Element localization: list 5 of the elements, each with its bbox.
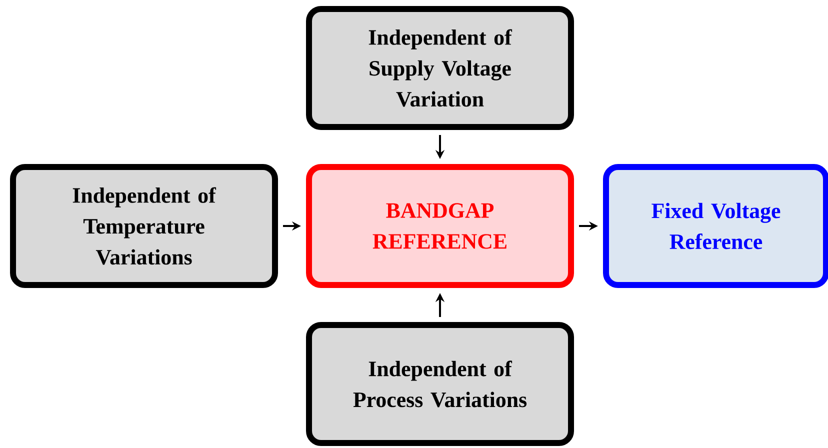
output-box: Fixed Voltage Reference [603,164,828,288]
process-box: Independent of Process Variations [306,322,574,446]
process-box: Independent of Supply Voltage Variation [306,6,574,130]
core-box: BANDGAP REFERENCE [306,164,574,288]
process-box: Independent of Temperature Variations [10,164,278,288]
